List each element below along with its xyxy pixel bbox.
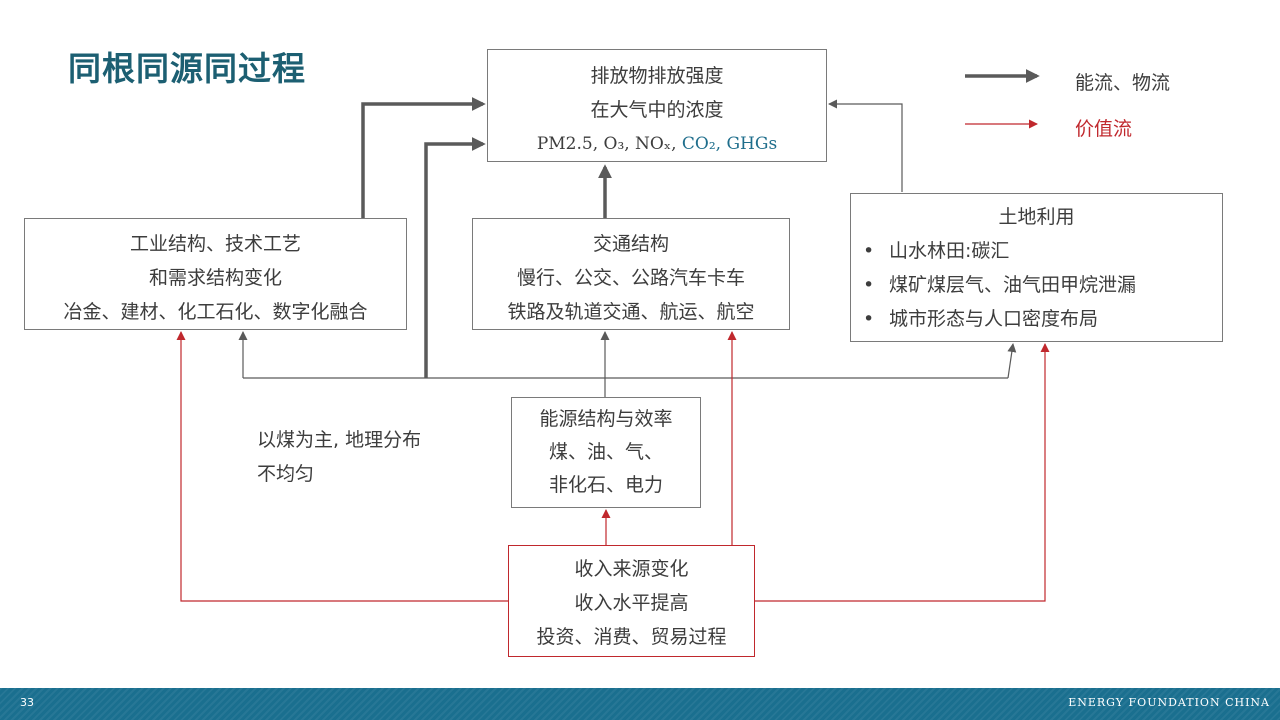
industry-structure-box: 工业结构、技术工艺 和需求结构变化 冶金、建材、化工石化、数字化融合 [24, 218, 407, 330]
value-income-to-land [755, 343, 1050, 602]
land-use-box: 土地利用 •山水林田:碳汇 •煤矿煤层气、油气田甲烷泄漏 •城市形态与人口密度布… [850, 193, 1223, 342]
land-title: 土地利用 [998, 206, 1075, 228]
land-bullet: •煤矿煤层气、油气田甲烷泄漏 [851, 268, 1222, 302]
energy-line2: 煤、油、气、 [548, 441, 663, 463]
coal-note: 以煤为主, 地理分布 不均匀 [257, 423, 421, 491]
bullet-dot-icon: • [863, 274, 875, 296]
pollutant-list: PM2.5, O₃, NOₓ, [536, 134, 682, 154]
coal-note-line1: 以煤为主, 地理分布 [257, 429, 422, 451]
emissions-line2: 在大气中的浓度 [590, 99, 724, 121]
transport-line2: 慢行、公交、公路汽车卡车 [516, 267, 745, 289]
energy-line3: 非化石、电力 [548, 474, 663, 496]
footer-bar: 33 ENERGY FOUNDATION CHINA [0, 688, 1280, 720]
flow-land-to-emissions [828, 99, 903, 192]
value-income-to-industry [176, 331, 508, 602]
transport-line1: 交通结构 [592, 233, 669, 255]
income-line2: 收入水平提高 [574, 592, 689, 614]
legend-energy-label: 能流、物流 [1075, 72, 1171, 94]
transport-structure-box: 交通结构 慢行、公交、公路汽车卡车 铁路及轨道交通、航运、航空 [472, 218, 790, 330]
emissions-line1: 排放物排放强度 [590, 65, 724, 87]
flow-energy-to-emissions [424, 137, 486, 378]
legend-value-label: 价值流 [1075, 118, 1133, 140]
flow-to-land [1007, 343, 1017, 379]
flow-industry-to-emissions [361, 97, 486, 218]
income-box: 收入来源变化 收入水平提高 投资、消费、贸易过程 [508, 545, 755, 657]
coal-note-line2: 不均匀 [257, 463, 315, 485]
emissions-formula: PM2.5, O₃, NOₓ, CO₂, GHGs [488, 127, 826, 161]
transport-line3: 铁路及轨道交通、航运、航空 [507, 301, 755, 323]
industry-line1: 工业结构、技术工艺 [129, 233, 301, 255]
energy-line1: 能源结构与效率 [539, 408, 673, 430]
page-number: 33 [20, 696, 34, 709]
ghg-list: CO₂, GHGs [681, 134, 778, 154]
industry-line2: 和需求结构变化 [148, 267, 282, 289]
bullet-dot-icon: • [863, 308, 875, 330]
brand-name: ENERGY FOUNDATION CHINA [1068, 696, 1270, 709]
emissions-box: 排放物排放强度 在大气中的浓度 PM2.5, O₃, NOₓ, CO₂, GHG… [487, 49, 827, 162]
bullet-dot-icon: • [863, 240, 875, 262]
energy-structure-box: 能源结构与效率 煤、油、气、 非化石、电力 [511, 397, 701, 508]
land-bullet: •山水林田:碳汇 [851, 234, 1222, 268]
income-line1: 收入来源变化 [574, 558, 689, 580]
industry-line3: 冶金、建材、化工石化、数字化融合 [63, 301, 368, 323]
land-bullet: •城市形态与人口密度布局 [851, 302, 1222, 336]
slide-title: 同根同源同过程 [68, 49, 306, 88]
income-line3: 投资、消费、贸易过程 [536, 626, 727, 648]
